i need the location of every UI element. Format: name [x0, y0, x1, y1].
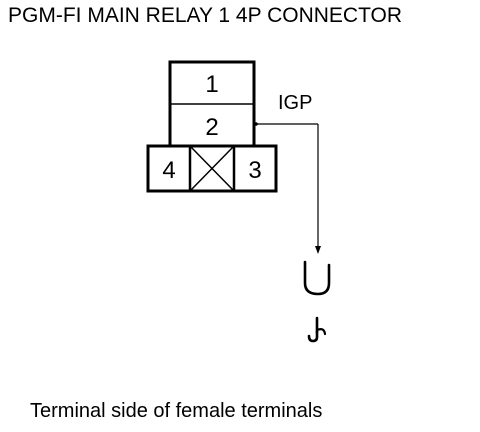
connector-lower-body	[146, 144, 278, 193]
pin-label-1: 1	[205, 71, 218, 98]
diagram-caption: Terminal side of female terminals	[30, 400, 323, 422]
pin-label-4: 4	[162, 157, 175, 184]
blocked-cavity-icon	[189, 145, 235, 192]
ground-symbol-icon	[307, 316, 327, 343]
connector-housing	[146, 60, 278, 193]
igp-wire	[254, 122, 321, 254]
diagram-title: PGM-FI MAIN RELAY 1 4P CONNECTOR	[8, 4, 403, 27]
wire-label-igp: IGP	[278, 92, 312, 114]
pin-label-2: 2	[205, 114, 218, 141]
wire-arrow-icon	[315, 246, 321, 254]
pin-label-3: 3	[248, 157, 261, 184]
meter-probe-icon	[303, 260, 331, 296]
